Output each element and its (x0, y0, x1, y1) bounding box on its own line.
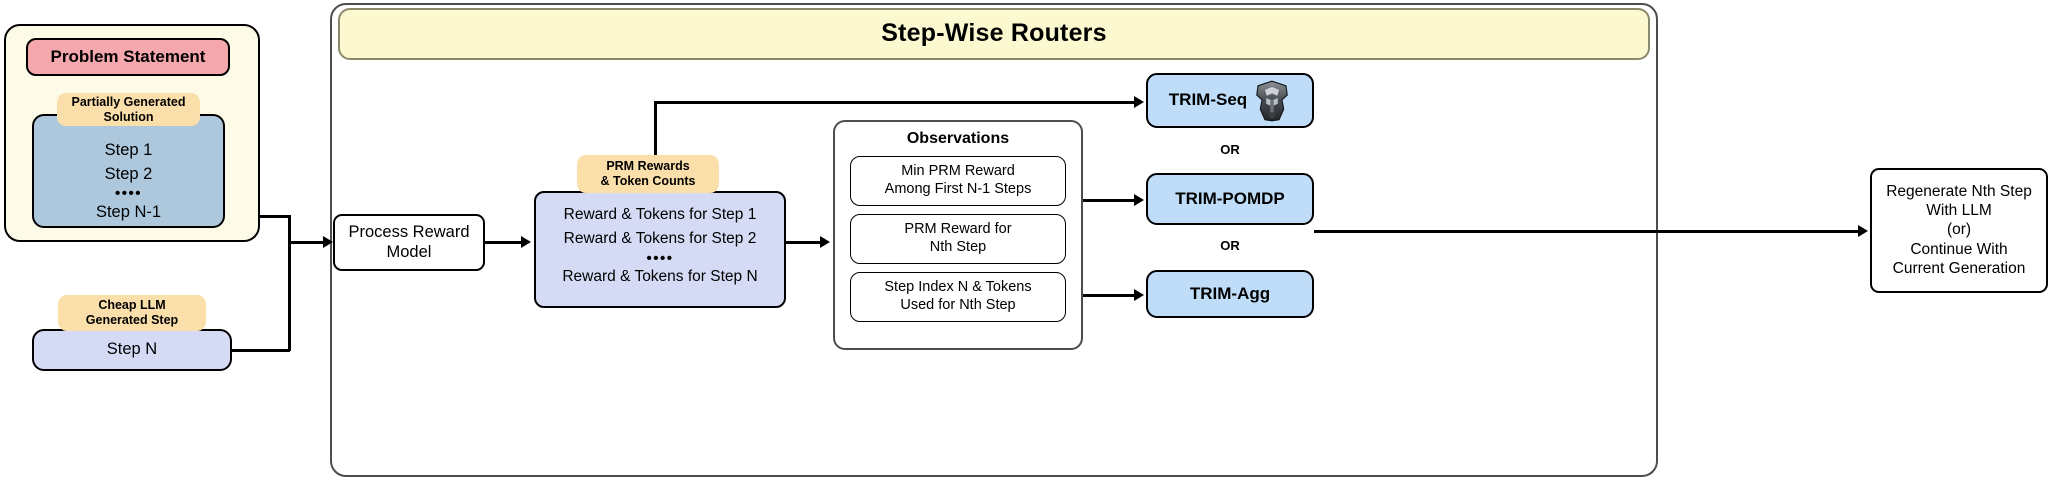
process-reward-model-box: Process Reward Model (333, 214, 485, 271)
arrowhead-to-trim-seq (1134, 96, 1144, 108)
final-line-4: Continue With (1910, 240, 2008, 258)
solution-step-1: Step 1 (104, 140, 153, 159)
partially-generated-solution-box: Step 1 Step 2 •••• Step N-1 (32, 114, 225, 228)
reward-row-2: Reward & Tokens for Step 2 (563, 230, 757, 248)
obs-line-1: Step Index N & Tokens (884, 279, 1032, 296)
tag-line-2: Solution (103, 109, 154, 124)
final-line-1: Regenerate Nth Step (1886, 182, 2032, 200)
edge-observations-to-trim-pomdp (1083, 199, 1136, 202)
edge-junction-to-prm (288, 241, 325, 244)
final-line-3: (or) (1946, 221, 1972, 239)
cheap-llm-generated-step-tag: Cheap LLM Generated Step (58, 295, 206, 331)
edge-rewards-to-trim-seq-horizontal (654, 101, 1136, 104)
or-label-seq-pomdp: OR (1220, 142, 1240, 157)
or-label-pomdp-agg: OR (1220, 238, 1240, 253)
obs-line-1: Min PRM Reward (901, 163, 1015, 180)
arrowhead-to-rewards (521, 236, 531, 248)
tag-line-1: Cheap LLM (98, 298, 166, 313)
edge-step-n-to-junction (232, 349, 290, 352)
arrowhead-to-trim-pomdp (1134, 194, 1144, 206)
edge-observations-to-trim-agg (1083, 294, 1136, 297)
final-line-5: Current Generation (1892, 259, 2026, 277)
edge-solution-to-junction (260, 215, 290, 218)
partially-generated-solution-tag: Partially Generated Solution (57, 93, 200, 126)
obs-line-2: Nth Step (929, 238, 987, 255)
obs-line-1: PRM Reward for (904, 221, 1012, 238)
observations-box: Observations Min PRM Reward Among First … (833, 120, 1083, 350)
prm-line-2: Model (386, 242, 432, 261)
problem-statement-box: Problem Statement (26, 38, 230, 76)
prm-rewards-tag: PRM Rewards & Token Counts (577, 155, 719, 193)
reward-ellipsis: •••• (646, 249, 674, 267)
final-line-2: With LLM (1926, 202, 1992, 220)
tag-line-2: Generated Step (85, 313, 179, 327)
router-trim-agg[interactable]: TRIM-Agg (1146, 270, 1314, 318)
observation-item-step-index-tokens: Step Index N & Tokens Used for Nth Step (850, 271, 1066, 322)
solution-step-n-minus-1: Step N-1 (95, 203, 162, 222)
observations-title: Observations (906, 130, 1010, 147)
solution-step-2: Step 2 (104, 164, 153, 183)
arrowhead-to-prm (323, 236, 333, 248)
obs-line-2: Used for Nth Step (900, 296, 1016, 313)
cheap-llm-generated-step-box: Step N (32, 329, 232, 371)
reward-row-1: Reward & Tokens for Step 1 (563, 206, 757, 223)
observation-item-prm-reward-nth-step: PRM Reward for Nth Step (850, 213, 1066, 264)
prm-line-1: Process Reward (348, 223, 470, 242)
router-trim-seq-label: TRIM-Seq (1168, 90, 1248, 110)
reward-row-n: Reward & Tokens for Step N (562, 268, 758, 286)
autobot-logo-icon (1253, 80, 1291, 122)
edge-rewards-to-trim-seq-vertical (654, 101, 657, 163)
observation-item-min-prm-reward: Min PRM Reward Among First N-1 Steps (850, 155, 1066, 206)
routers-panel-title: Step-Wise Routers (338, 8, 1650, 60)
tag-line-1: Partially Generated (71, 94, 186, 109)
edge-routers-to-final (1314, 230, 1860, 233)
solution-ellipsis: •••• (114, 185, 142, 203)
tag-line-2: & Token Counts (600, 174, 696, 188)
prm-rewards-token-counts-box: Reward & Tokens for Step 1 Reward & Toke… (534, 191, 786, 308)
final-decision-box: Regenerate Nth Step With LLM (or) Contin… (1870, 168, 2048, 293)
tag-line-1: PRM Rewards (606, 159, 690, 174)
edge-rewards-to-observations (786, 241, 822, 244)
arrowhead-to-trim-agg (1134, 289, 1144, 301)
edge-left-junction-vertical (288, 215, 291, 351)
arrowhead-to-final (1858, 225, 1868, 237)
router-trim-seq[interactable]: TRIM-Seq (1146, 73, 1314, 128)
obs-line-2: Among First N-1 Steps (884, 180, 1032, 197)
edge-prm-to-rewards (485, 241, 523, 244)
arrowhead-to-observations (820, 236, 830, 248)
router-trim-pomdp[interactable]: TRIM-POMDP (1146, 173, 1314, 225)
